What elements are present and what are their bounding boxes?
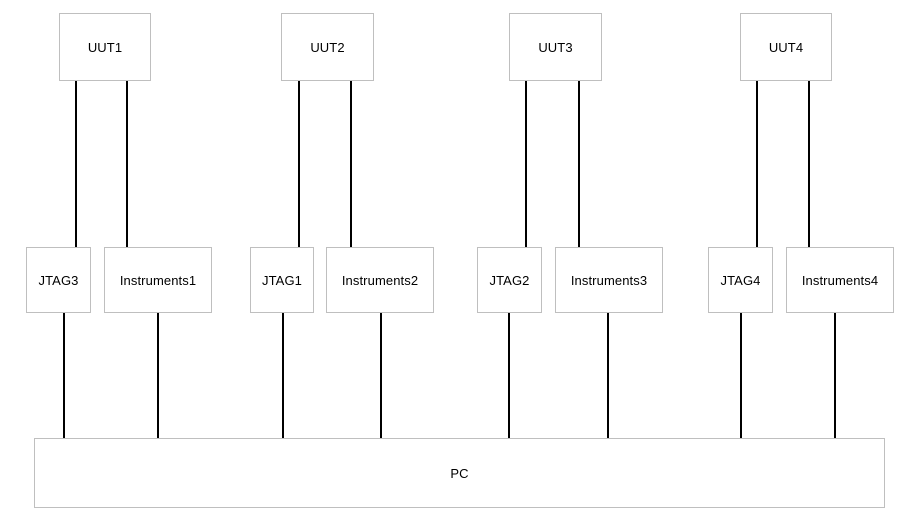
node-pc[interactable]: PC (34, 438, 885, 508)
connector-instruments2-to-pc (380, 313, 382, 438)
node-uut4[interactable]: UUT4 (740, 13, 832, 81)
node-instruments2-label: Instruments2 (341, 272, 419, 288)
node-uut1-label: UUT1 (87, 39, 123, 55)
connector-instruments1-to-pc (157, 313, 159, 438)
connector-jtag1-to-pc (282, 313, 284, 438)
node-instruments4[interactable]: Instruments4 (786, 247, 894, 313)
node-uut2-label: UUT2 (310, 39, 345, 55)
connector-instruments3-to-pc (607, 313, 609, 438)
node-jtag2-label: JTAG2 (489, 272, 530, 288)
node-instruments4-label: Instruments4 (801, 272, 879, 288)
node-uut3[interactable]: UUT3 (509, 13, 602, 81)
node-instruments1-label: Instruments1 (119, 272, 197, 288)
node-instruments1[interactable]: Instruments1 (104, 247, 212, 313)
node-uut2[interactable]: UUT2 (281, 13, 374, 81)
connector-instruments4-to-pc (834, 313, 836, 438)
node-instruments2[interactable]: Instruments2 (326, 247, 434, 313)
connector-uut4-to-instruments4 (808, 81, 810, 247)
connector-jtag3-to-pc (63, 313, 65, 438)
node-uut4-label: UUT4 (768, 39, 804, 55)
connector-uut4-to-jtag4 (756, 81, 758, 247)
node-pc-label: PC (450, 465, 469, 481)
node-jtag3-label: JTAG3 (38, 272, 79, 288)
connector-uut3-to-jtag2 (525, 81, 527, 247)
node-uut3-label: UUT3 (538, 39, 573, 55)
node-jtag3[interactable]: JTAG3 (26, 247, 91, 313)
connector-jtag4-to-pc (740, 313, 742, 438)
node-instruments3[interactable]: Instruments3 (555, 247, 663, 313)
node-uut1[interactable]: UUT1 (59, 13, 151, 81)
node-jtag1[interactable]: JTAG1 (250, 247, 314, 313)
connector-uut1-to-instruments1 (126, 81, 128, 247)
node-jtag1-label: JTAG1 (262, 272, 302, 288)
connector-uut2-to-instruments2 (350, 81, 352, 247)
connector-uut2-to-jtag1 (298, 81, 300, 247)
node-jtag2[interactable]: JTAG2 (477, 247, 542, 313)
node-instruments3-label: Instruments3 (570, 272, 648, 288)
node-jtag4-label: JTAG4 (720, 272, 761, 288)
connector-uut3-to-instruments3 (578, 81, 580, 247)
connector-uut1-to-jtag3 (75, 81, 77, 247)
node-jtag4[interactable]: JTAG4 (708, 247, 773, 313)
connector-jtag2-to-pc (508, 313, 510, 438)
